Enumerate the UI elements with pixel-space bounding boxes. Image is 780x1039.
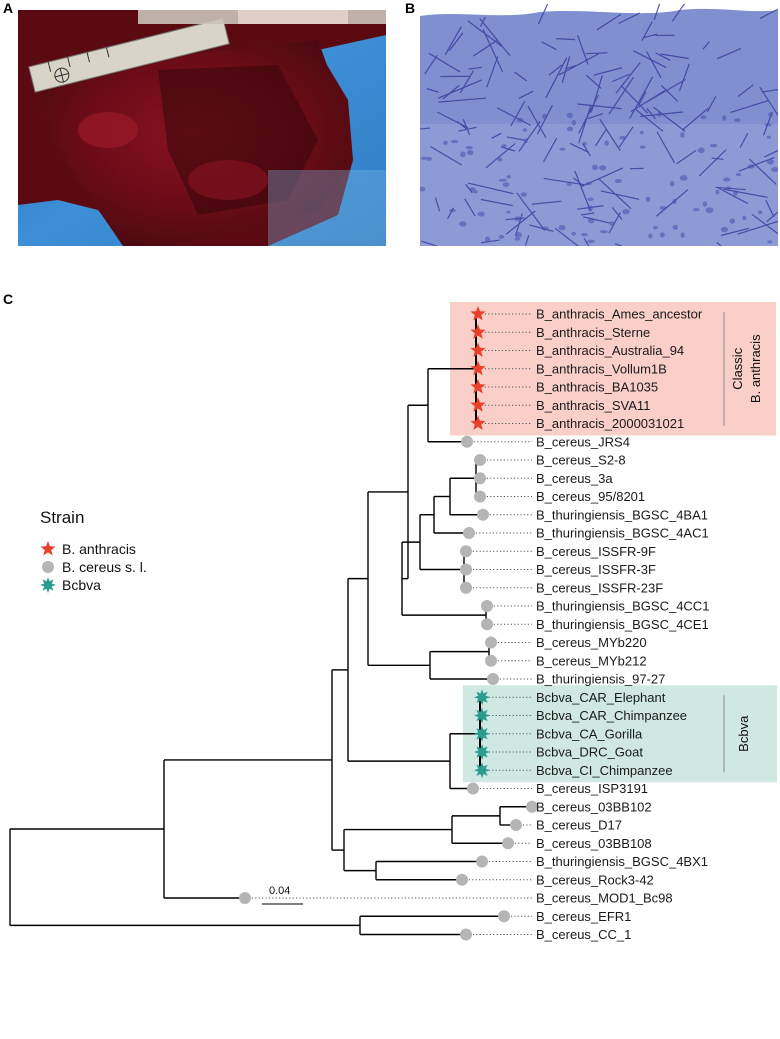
cereus-marker-icon xyxy=(460,928,472,941)
leaf-label: B_cereus_EFR1 xyxy=(536,909,631,924)
leaf-label: B_cereus_CC_1 xyxy=(536,927,631,942)
leaf-label: B_anthracis_2000031021 xyxy=(536,416,684,431)
leaf-label: B_thuringiensis_BGSC_4CC1 xyxy=(536,599,709,614)
phylogenetic-tree: B_anthracis_Ames_ancestorB_anthracis_Ste… xyxy=(9,302,777,943)
cereus-marker-icon xyxy=(481,618,493,631)
cereus-marker-icon xyxy=(460,545,472,558)
cereus-marker-icon xyxy=(463,527,475,539)
anthracis-marker-icon xyxy=(470,324,486,339)
leaf-label: Bcbva_CAR_Elephant xyxy=(536,690,666,705)
anthracis-marker-icon xyxy=(470,342,486,357)
bcbva-group-label: Bcbva xyxy=(736,715,751,752)
cereus-marker-icon xyxy=(481,600,493,612)
scale-bar-label: 0.04 xyxy=(269,885,290,897)
cereus-marker-icon xyxy=(498,910,510,923)
cereus-marker-icon xyxy=(460,563,472,576)
cereus-marker-icon xyxy=(526,800,538,813)
bcbva-legend-icon xyxy=(40,577,56,593)
leaf-label: B_thuringiensis_BGSC_4AC1 xyxy=(536,526,709,541)
leaf-label: B_anthracis_BA1035 xyxy=(536,380,658,395)
legend-item-label: B. anthracis xyxy=(62,541,136,557)
bcbva-marker-icon xyxy=(474,689,490,706)
cereus-marker-icon xyxy=(477,508,489,521)
classic-group-label: Classic xyxy=(730,347,745,389)
leaf-label: B_anthracis_SVA11 xyxy=(536,398,650,413)
leaf-label: B_cereus_JRS4 xyxy=(536,434,630,449)
micrograph-photo xyxy=(420,4,778,246)
bcbva-marker-icon xyxy=(474,725,490,742)
leaf-label: B_cereus_03BB108 xyxy=(536,836,652,851)
cereus-marker-icon xyxy=(487,673,499,685)
leaf-connectors xyxy=(245,313,532,935)
leaf-label: B_cereus_S2-8 xyxy=(536,453,626,468)
leaf-labels: B_anthracis_Ames_ancestorB_anthracis_Ste… xyxy=(536,307,709,943)
anthracis-marker-icon xyxy=(470,306,486,321)
leaf-markers xyxy=(239,306,538,941)
leaf-label: B_cereus_95/8201 xyxy=(536,489,645,504)
cereus-marker-icon xyxy=(502,837,514,850)
leaf-label: B_cereus_MOD1_Bc98 xyxy=(536,891,673,906)
bcbva-highlight xyxy=(463,685,777,783)
classic-anthracis-highlight xyxy=(450,302,776,436)
bcbva-marker-icon xyxy=(474,762,490,779)
leaf-label: B_cereus_3a xyxy=(536,471,613,486)
leaf-label: B_cereus_ISSFR-3F xyxy=(536,562,656,577)
legend-title: Strain xyxy=(40,508,84,527)
leaf-label: B_thuringiensis_BGSC_4BA1 xyxy=(536,507,708,522)
leaf-label: B_cereus_ISP3191 xyxy=(536,781,648,796)
classic-group-sublabel: B. anthracis xyxy=(748,334,763,403)
panel-c-label: C xyxy=(3,291,14,307)
cereus-marker-icon xyxy=(474,490,486,503)
cereus-marker-icon xyxy=(474,454,486,466)
cereus-marker-icon xyxy=(461,435,473,448)
cereus-marker-icon xyxy=(510,819,522,831)
bcbva-marker-icon xyxy=(474,744,490,760)
legend-item-label: Bcbva xyxy=(62,577,101,593)
cereus-marker-icon xyxy=(460,581,472,594)
leaf-label: B_cereus_MYb220 xyxy=(536,635,647,650)
leaf-label: B_cereus_D17 xyxy=(536,818,622,833)
leaf-label: Bcbva_CI_Chimpanzee xyxy=(536,763,673,778)
bcbva-marker-icon xyxy=(474,707,490,724)
leaf-label: B_cereus_MYb212 xyxy=(536,653,647,668)
leaf-label: Bcbva_DRC_Goat xyxy=(536,745,643,760)
leaf-label: B_anthracis_Australia_94 xyxy=(536,343,684,358)
leaf-label: B_cereus_ISSFR-9F xyxy=(536,544,656,559)
legend: Strain B. anthracis B. cereus s. l. Bcbva xyxy=(40,508,147,593)
cereus-marker-icon xyxy=(476,855,488,868)
necropsy-photo xyxy=(18,10,386,246)
anthracis-marker-icon xyxy=(470,415,486,430)
leaf-label: B_cereus_Rock3-42 xyxy=(536,872,654,887)
cereus-marker-icon xyxy=(239,892,251,904)
leaf-label: B_thuringiensis_97-27 xyxy=(536,672,665,687)
leaf-label: B_cereus_03BB102 xyxy=(536,799,652,814)
anthracis-marker-icon xyxy=(470,360,486,376)
anthracis-legend-icon xyxy=(40,541,56,556)
leaf-label: Bcbva_CAR_Chimpanzee xyxy=(536,708,687,723)
leaf-label: B_anthracis_Sterne xyxy=(536,325,650,340)
leaf-label: B_anthracis_Vollum1B xyxy=(536,361,667,376)
leaf-label: Bcbva_CA_Gorilla xyxy=(536,726,643,741)
cereus-legend-icon xyxy=(42,561,54,573)
cereus-marker-icon xyxy=(467,782,479,795)
cereus-marker-icon xyxy=(474,472,486,485)
leaf-label: B_thuringiensis_BGSC_4CE1 xyxy=(536,617,709,632)
anthracis-marker-icon xyxy=(470,397,486,412)
leaf-label: B_cereus_ISSFR-23F xyxy=(536,580,663,595)
leaf-label: B_anthracis_Ames_ancestor xyxy=(536,307,703,322)
legend-item-label: B. cereus s. l. xyxy=(62,559,147,575)
leaf-label: B_thuringiensis_BGSC_4BX1 xyxy=(536,854,708,869)
cereus-marker-icon xyxy=(485,654,497,667)
cereus-marker-icon xyxy=(485,636,497,649)
panel-a-label: A xyxy=(3,0,14,16)
panel-b-label: B xyxy=(405,0,416,16)
anthracis-marker-icon xyxy=(470,379,486,394)
cereus-marker-icon xyxy=(456,873,468,886)
